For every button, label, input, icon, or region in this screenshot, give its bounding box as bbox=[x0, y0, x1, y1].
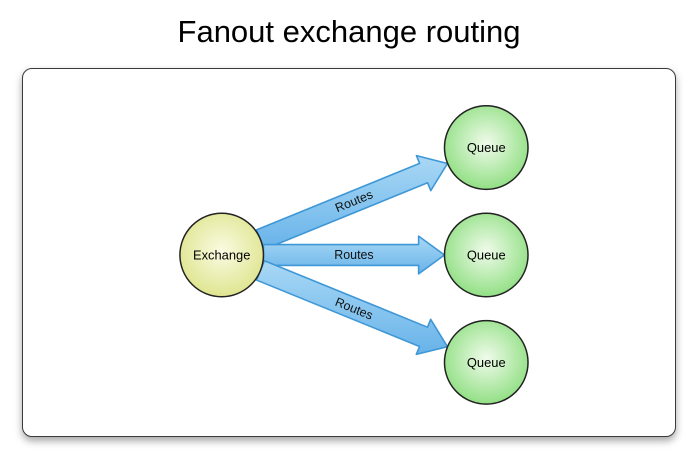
exchange-node bbox=[179, 212, 265, 298]
exchange-label: Exchange bbox=[193, 247, 250, 262]
queue-label-bottom: Queue bbox=[467, 355, 506, 370]
diagram-canvas: Exchange Queue Queue Queue Routes Routes… bbox=[22, 68, 676, 437]
route-arrow-top bbox=[255, 154, 449, 251]
route-arrow-bottom bbox=[255, 259, 449, 356]
queue-node-middle bbox=[443, 212, 529, 298]
diagram-svg: Exchange Queue Queue Queue Routes Routes… bbox=[179, 105, 529, 405]
queue-node-top bbox=[443, 105, 529, 191]
diagram-title: Fanout exchange routing bbox=[177, 14, 521, 49]
route-label-middle: Routes bbox=[334, 248, 373, 262]
queue-label-top: Queue bbox=[467, 140, 506, 155]
queue-node-bottom bbox=[443, 319, 529, 405]
queue-label-middle: Queue bbox=[467, 247, 506, 262]
route-arrow-middle bbox=[262, 235, 446, 275]
